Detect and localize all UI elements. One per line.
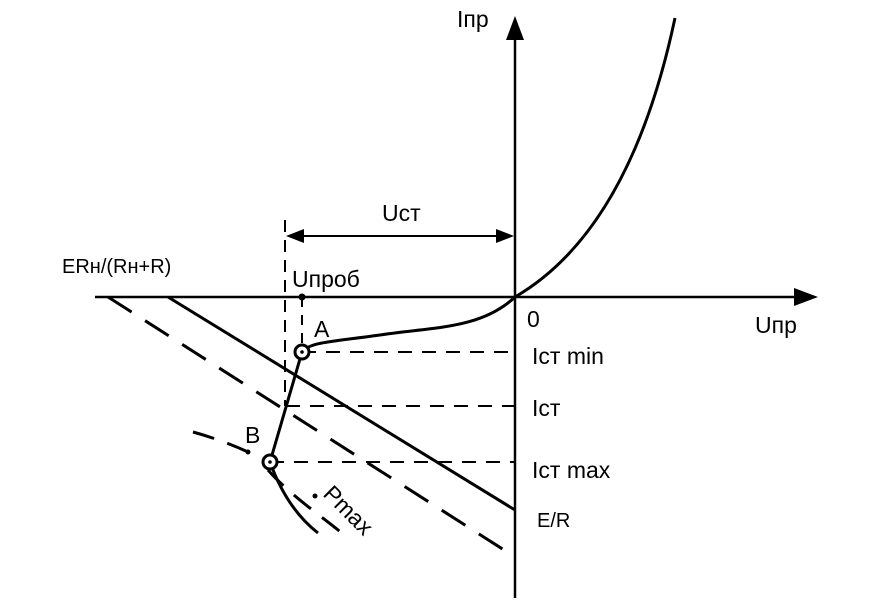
- e-over-r-label: E/R: [537, 510, 570, 532]
- voltage-axis-label: Uпр: [755, 312, 797, 338]
- point-a-label: A: [314, 316, 330, 342]
- p-max-label: Pmax: [318, 480, 378, 540]
- u-st-left-arrow-icon: [286, 229, 304, 243]
- pmax-dot-2: [312, 493, 318, 499]
- forward-iv-curve: [514, 17, 677, 299]
- u-breakdown-dot: [298, 293, 306, 301]
- u-st-right-arrow-icon: [496, 229, 514, 243]
- u-breakdown-label: Uпроб: [292, 266, 360, 292]
- reverse-knee-curve: [300, 295, 517, 354]
- load-voltage-label: ERн/(Rн+R): [62, 256, 171, 278]
- i-st-max-label: Iст max: [532, 457, 611, 483]
- i-st-label: Iст: [532, 395, 561, 421]
- load-line-dashed: [107, 295, 516, 559]
- origin-label: 0: [527, 306, 540, 332]
- y-axis-arrow-icon: [506, 16, 524, 40]
- load-line-solid: [167, 295, 516, 512]
- pmax-dot-1: [245, 449, 251, 455]
- breakdown-continuation: [268, 461, 319, 535]
- point-b-center: [268, 460, 272, 464]
- i-st-min-label: Iст min: [532, 343, 604, 369]
- point-a-center: [300, 350, 304, 354]
- x-axis-arrow-icon: [794, 288, 818, 306]
- u-st-label: Uст: [382, 200, 421, 226]
- point-b-label: B: [245, 422, 260, 448]
- current-axis-label: Iпр: [457, 6, 489, 32]
- pmax-curve: [192, 430, 349, 540]
